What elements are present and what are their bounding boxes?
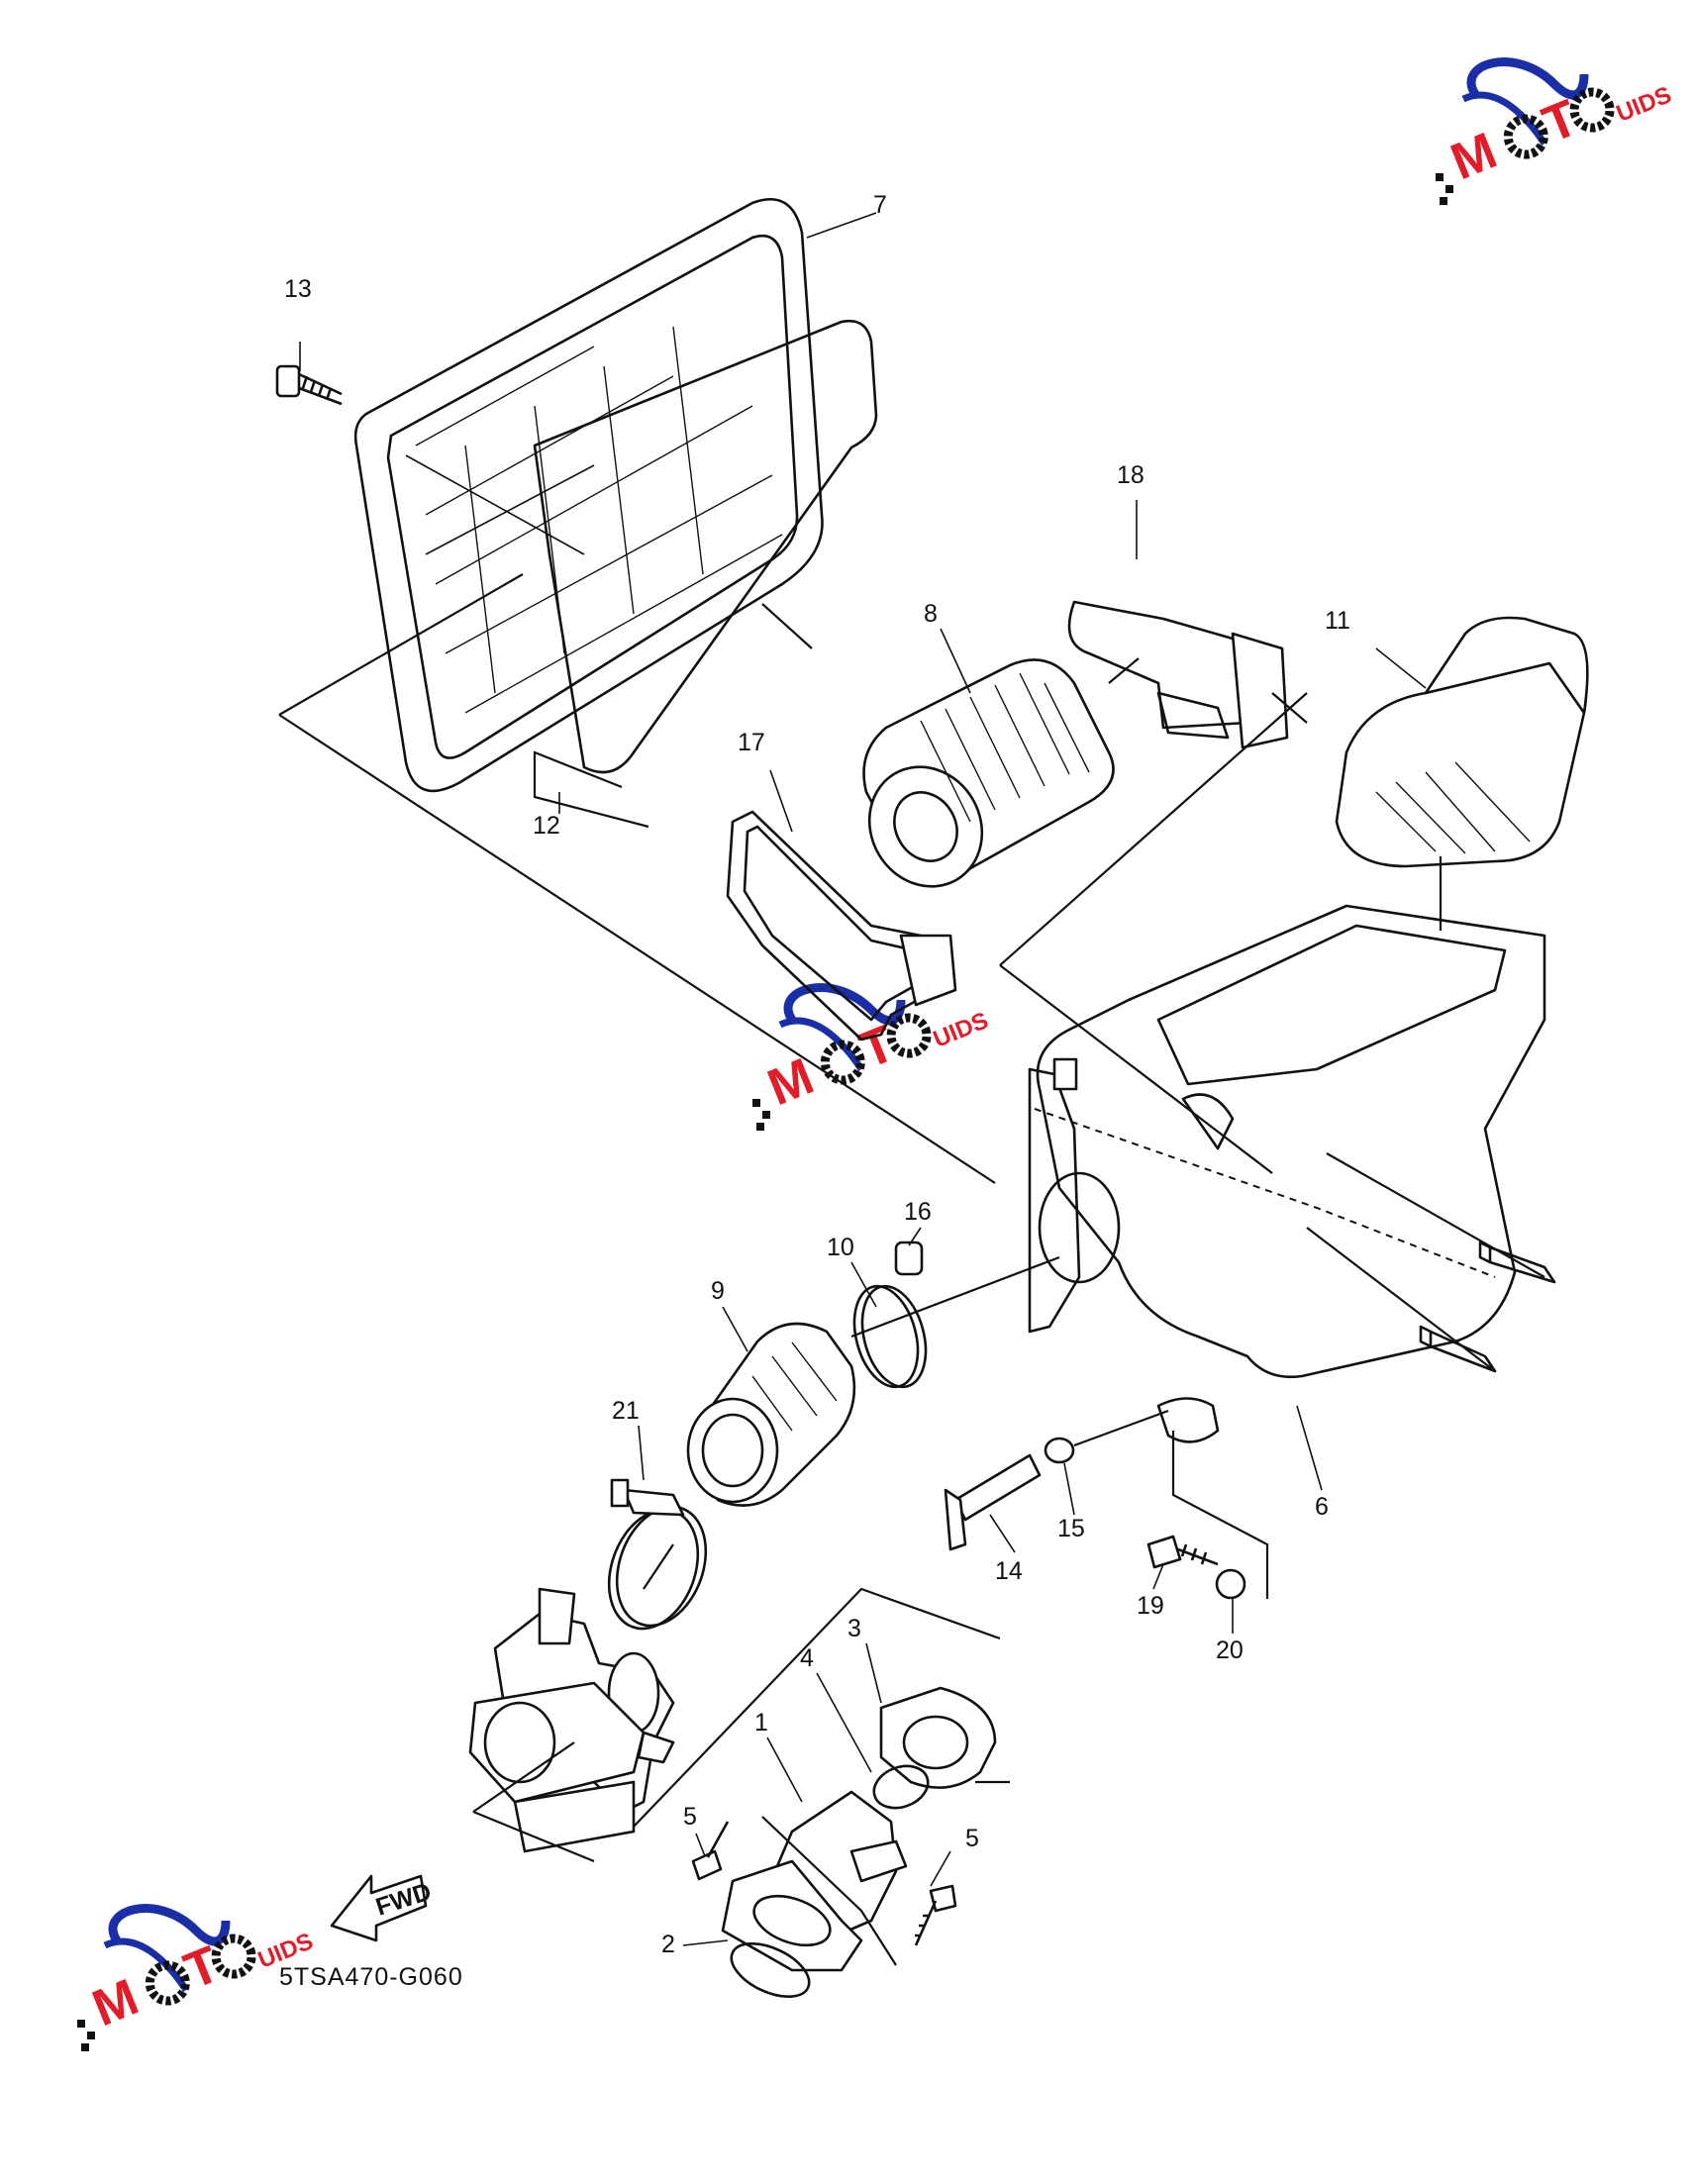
part-2-o-ring [730,1942,811,1998]
part-21-band-clamp [607,1478,708,1631]
label-part-2: 2 [661,1931,675,1958]
label-part-7: 7 [873,191,887,219]
label-part-10: 10 [827,1234,854,1261]
label-part-18: 18 [1117,461,1145,489]
label-part-3: 3 [847,1615,861,1642]
label-part-13: 13 [284,275,312,303]
rivet-upper [1478,1241,1556,1284]
label-part-16: 16 [904,1198,932,1226]
label-part-19: 19 [1137,1592,1164,1620]
part-12-gasket [533,319,878,774]
watermark-logo-top-right [1436,53,1675,205]
label-part-12: 12 [533,812,560,840]
label-part-9: 9 [711,1277,725,1305]
part-11-intake-duct [1335,616,1589,868]
label-part-11: 11 [1325,607,1350,635]
carburetor [468,1587,675,1853]
label-part-8: 8 [924,600,938,628]
label-part-15: 15 [1057,1515,1085,1542]
fwd-arrow-icon: FWD [330,1874,435,1942]
part-14-drain-pipe [944,1453,1042,1551]
part-16-collar [894,1241,924,1276]
label-part-1: 1 [754,1709,768,1737]
label-leaders [299,212,1427,1946]
part-18-bracket [1067,600,1289,749]
label-part-20: 20 [1216,1637,1244,1664]
part-labels: 1 2 3 4 5 5 6 7 8 9 10 11 12 13 14 15 16… [284,191,1350,1958]
part-6-air-box-case [1028,904,1546,1443]
part-17-seal [726,810,957,1042]
part-7-air-cleaner-cover [353,197,824,793]
label-part-5a: 5 [683,1803,697,1831]
watermark-logo-center [752,979,992,1131]
part-5-bolt-right [914,1884,957,1946]
label-part-14: 14 [995,1557,1023,1585]
label-part-5b: 5 [965,1825,979,1852]
part-20-nut [1215,1568,1246,1600]
leader-lines [278,573,1545,1966]
part-3-holder [879,1686,997,1789]
label-part-4: 4 [800,1644,814,1672]
diagram-code: 5TSA470-G060 [279,1963,463,1991]
part-4-o-ring [872,1764,930,1810]
label-part-17: 17 [738,729,765,756]
part-10-clamp [852,1284,928,1389]
part-15-clip [1044,1437,1075,1464]
part-13-screw [275,364,343,406]
label-part-21: 21 [612,1397,640,1425]
part-8-filter-element [862,658,1115,888]
part-5-bolt-left [691,1821,730,1881]
part-19-bolt [1146,1535,1219,1569]
part-9-carburetor-joint [686,1322,856,1507]
label-part-6: 6 [1315,1493,1329,1521]
